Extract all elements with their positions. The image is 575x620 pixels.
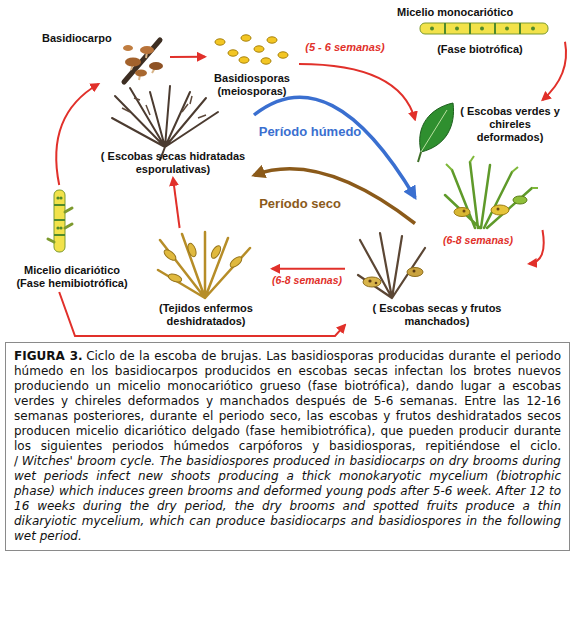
basidiocarp-illustration <box>123 40 163 82</box>
diseased-tissue-illustration <box>162 248 177 262</box>
dry-broom-spotted-fruit-illustration <box>358 233 425 298</box>
diseased-tissue-illustration <box>186 242 197 258</box>
arrow-label: (5 - 6 semanas) <box>305 41 384 53</box>
diseased-tissue-illustration <box>167 272 183 283</box>
green-broom-illustration <box>513 196 527 204</box>
spores-illustration <box>241 35 251 41</box>
monokaryotic-hypha <box>480 27 484 31</box>
cycle-arrow <box>299 64 415 120</box>
stage-label: Basidiocarpo <box>40 30 170 84</box>
green-broom-illustration <box>497 208 500 211</box>
caption-text: Witches' broom cycle. The basidiospores … <box>14 454 561 543</box>
stage-text: (Fase hemibiotrófica) <box>16 277 127 290</box>
dikaryotic-hypha <box>48 190 72 252</box>
stage-label: ( Escobas verdes y chireles deformados) <box>415 100 565 230</box>
cycle-arrow <box>170 56 205 58</box>
cycle-arrow <box>56 84 98 185</box>
monokaryotic-hypha <box>430 27 434 31</box>
stage-text: Basidiocarpo <box>42 32 112 45</box>
spores-illustration <box>239 57 249 63</box>
monokaryotic-hypha <box>455 27 459 31</box>
basidiocarp-illustration <box>149 62 163 70</box>
figure-number: FIGURA 3. <box>14 349 83 363</box>
stage-label: Micelio dicariótico(Fase hemibiotrófica) <box>8 185 136 292</box>
diseased-tissue-illustration <box>158 232 250 298</box>
stage-text: Basidiosporas (meiosporas) <box>207 72 297 98</box>
spores-illustration <box>267 37 277 43</box>
green-broom-illustration <box>445 162 532 228</box>
cycle-arrow <box>529 230 544 264</box>
caption-text: Ciclo de la escoba de brujas. Las basidi… <box>14 349 561 468</box>
arrow-label: Período seco <box>259 196 341 211</box>
spores-illustration <box>261 58 271 64</box>
monokaryotic-hypha <box>505 27 509 31</box>
dry-broom-illustration <box>112 86 218 160</box>
basidiocarp-illustration <box>123 45 133 51</box>
arrow-label: (6-8 semanas) <box>443 234 513 246</box>
dikaryotic-hypha <box>54 205 65 235</box>
basidiocarp-illustration <box>135 70 147 77</box>
diseased-tissue-illustration <box>228 255 243 269</box>
green-broom-illustration <box>463 210 466 213</box>
spores-illustration <box>278 52 288 58</box>
green-broom-illustration <box>445 156 538 228</box>
dikaryotic-hypha <box>48 208 72 242</box>
stage-text: (Fase biotrófica) <box>437 43 523 56</box>
dry-broom-spotted-fruit-illustration <box>413 270 416 273</box>
basidiocarp-illustration <box>140 46 154 54</box>
stage-text: ( Escobas secas y frutos manchados) <box>348 302 526 328</box>
spores-illustration <box>254 46 264 52</box>
basidiocarp-illustration <box>125 58 141 67</box>
stage-text: (Tejidos enfermos deshidratados) <box>143 302 269 328</box>
diseased-tissue-illustration <box>162 242 243 283</box>
stage-label: (Tejidos enfermos deshidratados) <box>140 228 272 330</box>
stage-text: Micelio monocariótico <box>397 6 513 19</box>
stage-text: ( Escobas secas hidratadas esporulativas… <box>95 150 251 176</box>
leaf-illustration <box>421 110 447 152</box>
dikaryotic-hypha <box>56 226 59 229</box>
spores-illustration <box>215 35 288 64</box>
monokaryotic-hypha <box>420 23 548 34</box>
dry-broom-spotted-fruit-illustration <box>363 277 381 287</box>
monokaryotic-hypha <box>445 23 520 34</box>
dikaryotic-hypha <box>59 226 62 229</box>
monokaryotic-hypha <box>531 27 535 31</box>
cycle-arrow <box>254 97 415 197</box>
leaf-illustration <box>420 103 454 152</box>
dry-broom-spotted-fruit-illustration <box>375 282 378 285</box>
cycle-arrow <box>173 178 180 228</box>
dikaryotic-hypha <box>54 190 65 252</box>
stage-label: Micelio monocariótico (Fase biotrófica) <box>395 4 565 58</box>
stage-text: ( Escobas verdes y chireles deformados) <box>460 105 560 144</box>
leaf-illustration <box>418 103 454 162</box>
figure-caption-box: FIGURA 3.Ciclo de la escoba de brujas. L… <box>5 342 570 551</box>
basidiocarp-illustration <box>124 40 160 82</box>
dry-broom-illustration <box>122 96 206 118</box>
dry-broom-spotted-fruit-illustration <box>368 279 371 282</box>
leaf-illustration <box>418 152 421 162</box>
cycle-arrow <box>254 169 415 224</box>
spores-illustration <box>228 50 238 56</box>
dikaryotic-hypha <box>59 196 62 199</box>
spores-illustration <box>215 39 225 45</box>
diseased-tissue-illustration <box>158 232 250 298</box>
green-broom-illustration <box>491 205 509 215</box>
dry-broom-spotted-fruit-illustration <box>358 233 425 298</box>
dikaryotic-hypha <box>56 196 59 199</box>
dry-broom-illustration <box>112 86 218 160</box>
monokaryotic-hypha <box>420 23 548 34</box>
dry-broom-spotted-fruit-illustration <box>407 268 423 277</box>
diseased-tissue-illustration <box>209 244 222 260</box>
green-broom-illustration <box>454 208 470 217</box>
arrow-label: Período húmedo <box>259 124 362 139</box>
cycle-arrow <box>543 42 567 100</box>
stage-text: Micelio dicariótico <box>24 264 120 277</box>
stage-label: Basidiosporas (meiosporas) <box>205 28 299 100</box>
cycle-arrow <box>272 268 345 270</box>
arrow-label: (6-8 semanas) <box>272 274 342 286</box>
cycle-arrow <box>59 292 345 336</box>
green-broom-illustration <box>446 156 538 188</box>
stage-label: ( Escobas secas hidratadas esporulativas… <box>92 88 254 178</box>
